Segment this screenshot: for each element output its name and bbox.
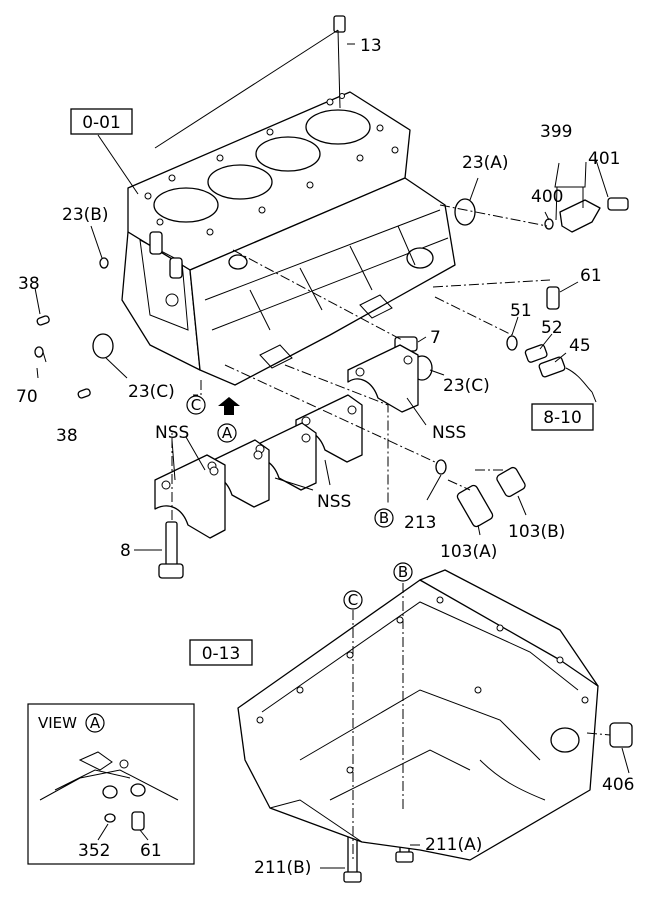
assembly-arrow bbox=[218, 397, 240, 415]
callout-61-view: 61 bbox=[140, 841, 162, 861]
callout-52: 52 bbox=[541, 318, 563, 338]
cylinder-block bbox=[121, 91, 456, 386]
circle-letter-c-top: C bbox=[186, 395, 206, 415]
callout-nss-right: NSS bbox=[432, 423, 466, 443]
callout-nss-middle: NSS bbox=[317, 492, 351, 512]
callout-401: 401 bbox=[588, 149, 620, 169]
circle-letter-a-caps: A bbox=[217, 423, 237, 443]
callout-103b: 103(B) bbox=[508, 522, 565, 542]
svg-text:A: A bbox=[90, 714, 101, 732]
callout-51: 51 bbox=[510, 301, 532, 321]
view-a-frame bbox=[27, 703, 195, 865]
part-callouts: 13 23(A) 23(B) 38 70 23(C) 38 7 23(C) 39… bbox=[16, 36, 634, 878]
callout-406: 406 bbox=[602, 775, 634, 795]
callout-nss-left: NSS bbox=[155, 423, 189, 443]
ref-label-8-10: 8-10 bbox=[543, 408, 582, 428]
callout-38-bottom: 38 bbox=[56, 426, 78, 446]
leader-lines bbox=[34, 29, 630, 869]
svg-text:A: A bbox=[222, 424, 233, 442]
callout-352: 352 bbox=[78, 841, 110, 861]
callout-103a: 103(A) bbox=[440, 542, 497, 562]
callout-13: 13 bbox=[360, 36, 382, 56]
ref-label-0-13: 0-13 bbox=[202, 644, 241, 664]
svg-text:B: B bbox=[398, 563, 408, 581]
circle-letter-c-pan: C bbox=[343, 590, 363, 610]
callout-23b: 23(B) bbox=[62, 205, 109, 225]
view-label: VIEW bbox=[38, 714, 77, 732]
oil-pan bbox=[237, 569, 599, 861]
callout-23a: 23(A) bbox=[462, 153, 509, 173]
circle-letter-b-block: B bbox=[374, 508, 394, 528]
svg-text:C: C bbox=[348, 591, 358, 609]
svg-text:B: B bbox=[379, 509, 389, 527]
ref-label-0-01: 0-01 bbox=[82, 113, 121, 133]
callout-61: 61 bbox=[580, 266, 602, 286]
view-a-detail bbox=[39, 751, 179, 831]
view-a-title: VIEW A bbox=[38, 713, 105, 733]
ref-box-0-01[interactable]: 0-01 bbox=[70, 108, 133, 135]
callout-45: 45 bbox=[569, 336, 591, 356]
callout-400: 400 bbox=[531, 187, 563, 207]
small-parts bbox=[34, 15, 633, 883]
svg-text:C: C bbox=[191, 396, 201, 414]
ref-box-8-10[interactable]: 8-10 bbox=[531, 403, 594, 431]
callout-38-top: 38 bbox=[18, 274, 40, 294]
circle-letter-b-pan: B bbox=[393, 562, 413, 582]
ref-box-0-13[interactable]: 0-13 bbox=[189, 639, 253, 666]
callout-211a: 211(A) bbox=[425, 835, 482, 855]
callout-7: 7 bbox=[430, 328, 441, 348]
callout-23c-right: 23(C) bbox=[443, 376, 490, 396]
callout-23c-left: 23(C) bbox=[128, 382, 175, 402]
callout-8: 8 bbox=[120, 541, 131, 561]
callout-70: 70 bbox=[16, 387, 38, 407]
callout-211b: 211(B) bbox=[254, 858, 311, 878]
callout-399: 399 bbox=[540, 122, 572, 142]
callout-213: 213 bbox=[404, 513, 436, 533]
